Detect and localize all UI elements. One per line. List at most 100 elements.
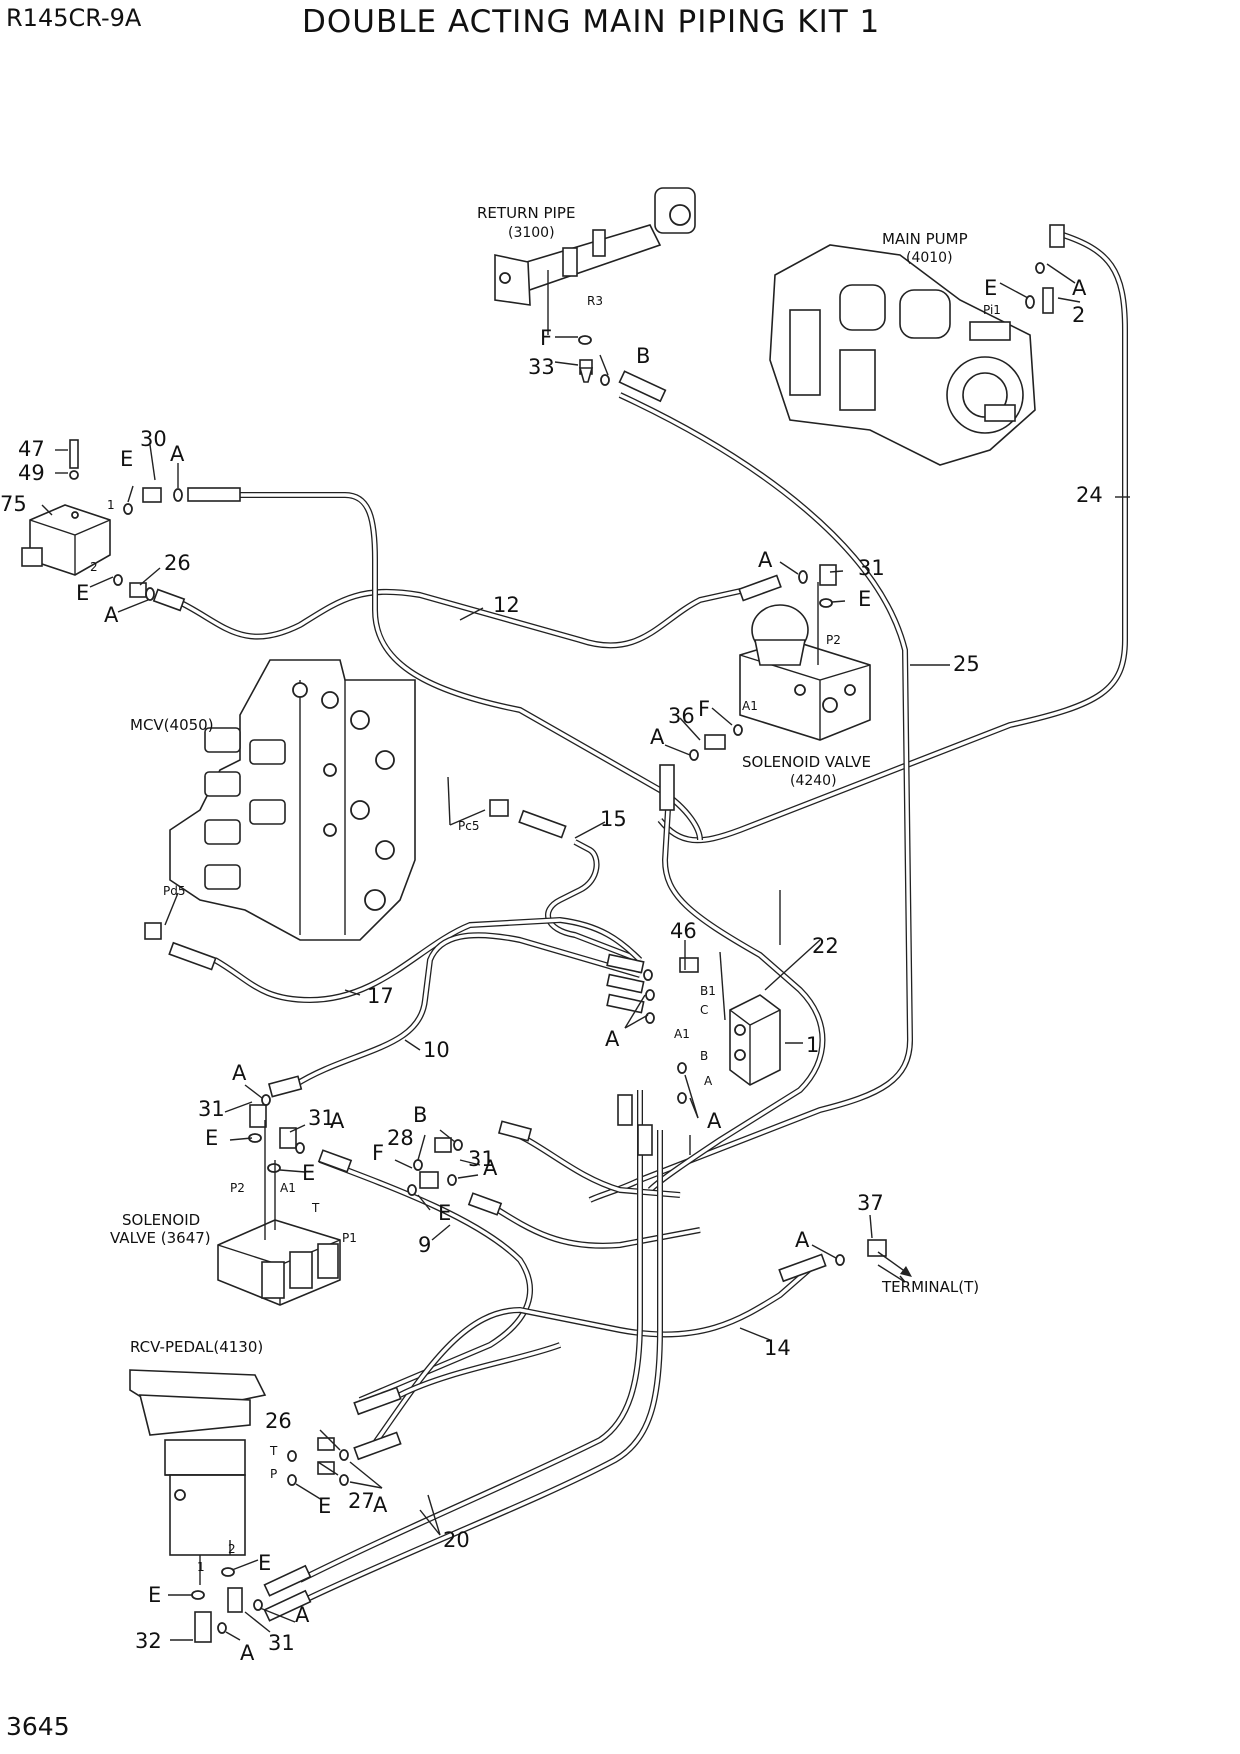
- component-labels: RETURN PIPE (3100) MAIN PUMP (4010) MCV(…: [110, 204, 979, 1356]
- callout-27: 27: [348, 1489, 375, 1513]
- callout-47: 47: [18, 437, 45, 461]
- hose-22: [647, 774, 826, 1193]
- callout-25: 25: [953, 652, 980, 676]
- solenoid-valve-4240-label: SOLENOID VALVE: [742, 753, 871, 771]
- letter-a-mid: A: [605, 1027, 620, 1051]
- hose-14: [367, 1257, 822, 1452]
- callout-12: 12: [493, 593, 520, 617]
- letter-a-37: A: [795, 1228, 810, 1252]
- mcv-label: MCV(4050): [130, 716, 214, 734]
- letter-f-sv: F: [698, 697, 710, 721]
- letter-a-left: A: [232, 1061, 247, 1085]
- letter-e-sv: E: [858, 587, 871, 611]
- hose-10: [293, 932, 641, 1088]
- letter-e-31r: E: [438, 1201, 451, 1225]
- hose-25: [588, 392, 914, 1203]
- hose-rcv-upper: [398, 1342, 562, 1398]
- letter-a-36: A: [650, 725, 665, 749]
- rcv-pedal-label: RCV-PEDAL(4130): [130, 1338, 263, 1356]
- block-75: [21, 439, 111, 576]
- letter-f-return: F: [540, 326, 552, 350]
- hose-12: [173, 587, 746, 649]
- letter-b-28: B: [413, 1103, 427, 1127]
- callout-75: 75: [0, 492, 27, 516]
- page-title: DOUBLE ACTING MAIN PIPING KIT 1: [302, 4, 881, 40]
- solenoid-valve-4240-code: (4240): [790, 773, 837, 789]
- callout-14: 14: [764, 1336, 791, 1360]
- callout-26-top: 26: [164, 551, 191, 575]
- letter-a-75b: A: [104, 603, 119, 627]
- page-number: 3645: [6, 1712, 70, 1741]
- port-labels: R3 Pi1 P2 A1 Pc5 Pd5 B1 C A1 B A P2 A1 T…: [90, 294, 1001, 1574]
- letter-a-31: A: [330, 1109, 345, 1133]
- letter-f-28: F: [372, 1141, 384, 1165]
- hose-24: [657, 231, 1128, 844]
- letter-b-return: B: [636, 344, 650, 368]
- return-pipe-code: (3100): [508, 225, 555, 241]
- callout-37: 37: [857, 1191, 884, 1215]
- callout-17: 17: [367, 984, 394, 1008]
- port-pi1: Pi1: [983, 303, 1001, 317]
- letter-e-pump: E: [984, 276, 997, 300]
- callout-22: 22: [812, 934, 839, 958]
- main-pump-label: MAIN PUMP: [882, 230, 968, 248]
- letter-a-sv: A: [758, 548, 773, 572]
- port-pc5: Pc5: [458, 819, 479, 833]
- callout-20: 20: [443, 1528, 470, 1552]
- letter-a-pump: A: [1072, 276, 1087, 300]
- letter-a-32: A: [240, 1641, 255, 1665]
- letter-a-75: A: [170, 442, 185, 466]
- hose-20-a: [298, 1090, 643, 1583]
- callout-49: 49: [18, 461, 45, 485]
- letter-e-rcv: E: [258, 1551, 271, 1575]
- callout-32: 32: [135, 1629, 162, 1653]
- hose-upper-loop: [240, 492, 703, 841]
- hose-17: [213, 916, 643, 1004]
- leader-lines: [41, 263, 1130, 1641]
- letter-e-32: E: [148, 1583, 161, 1607]
- port-t-3647: T: [311, 1201, 320, 1215]
- hose-20-b: [303, 1130, 663, 1603]
- hose-15: [545, 839, 642, 963]
- main-pump-code: (4010): [906, 250, 953, 266]
- port-p-rcv: P: [270, 1467, 277, 1481]
- block-1: [729, 994, 781, 1086]
- letter-e-31: E: [302, 1161, 315, 1185]
- hose-end-sleeves: [152, 370, 827, 1622]
- port-2-75: 2: [90, 560, 98, 574]
- model-number: R145CR-9A: [6, 4, 142, 32]
- port-a1-block1: A1: [674, 1027, 690, 1041]
- rcv-pedal: [129, 1369, 267, 1556]
- solenoid-valve-4240: [739, 604, 871, 741]
- solenoid-valve-3647: [217, 1219, 341, 1306]
- port-a1-3647: A1: [280, 1181, 296, 1195]
- port-2-rcv: 2: [228, 1542, 236, 1556]
- return-pipe-label: RETURN PIPE: [477, 204, 575, 222]
- port-b1: B1: [700, 984, 716, 998]
- callout-30: 30: [140, 427, 167, 451]
- port-r3: R3: [587, 294, 603, 308]
- callout-33: 33: [528, 355, 555, 379]
- terminal-arrow: [877, 1251, 912, 1277]
- port-p2-sv: P2: [826, 633, 841, 647]
- o-rings: [113, 262, 1045, 1634]
- mcv-valve-block: [169, 659, 416, 941]
- letter-e-left: E: [205, 1126, 218, 1150]
- terminal-label: TERMINAL(T): [881, 1278, 979, 1296]
- callout-31-mid: 31: [308, 1106, 335, 1130]
- callout-1: 1: [806, 1033, 819, 1057]
- callout-31-left: 31: [198, 1097, 225, 1121]
- port-pd5: Pd5: [163, 884, 186, 898]
- letter-a-31b: A: [295, 1603, 310, 1627]
- solenoid-valve-3647-label: SOLENOID: [122, 1211, 200, 1229]
- callout-9: 9: [418, 1233, 431, 1257]
- callout-numbers: 2 33 47 49 75 30 26 24 31 12 25 36 15 46…: [0, 303, 1103, 1655]
- port-1-75: 1: [107, 498, 115, 512]
- return-pipe: [494, 187, 696, 306]
- callout-24: 24: [1076, 483, 1103, 507]
- letter-e-27: E: [318, 1494, 331, 1518]
- hose-a-lower: [488, 1202, 701, 1249]
- solenoid-valve-3647-code: VALVE (3647): [110, 1229, 211, 1247]
